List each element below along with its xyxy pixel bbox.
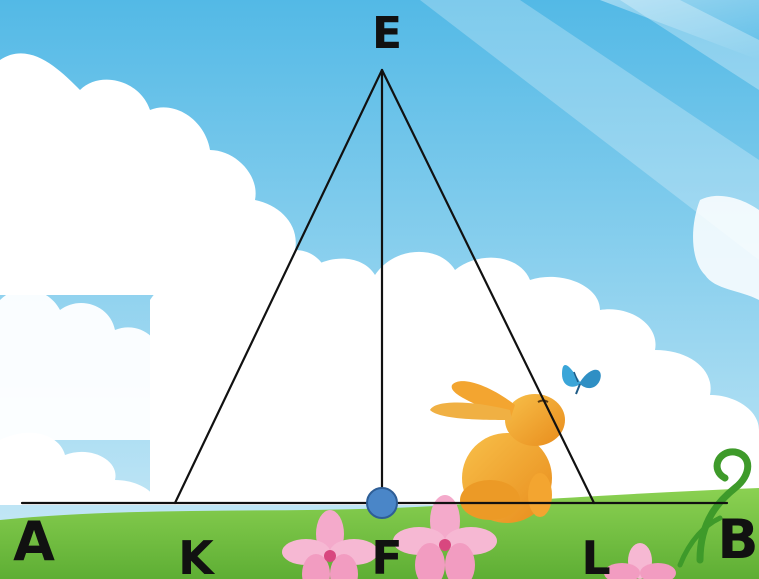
label-K: K	[178, 531, 216, 579]
segment-EL	[380, 68, 596, 505]
segment-EK	[173, 68, 384, 505]
clouds	[0, 53, 759, 505]
label-E: E	[372, 8, 402, 59]
butterfly-icon	[562, 364, 601, 395]
label-L: L	[581, 531, 610, 579]
point-F-marker	[366, 487, 398, 519]
label-B: B	[717, 508, 758, 571]
grass-ground	[0, 488, 759, 579]
rabbit-icon	[430, 381, 565, 523]
label-F: F	[371, 531, 402, 579]
vine-swirl-icon	[677, 448, 752, 568]
light-beams	[420, 0, 759, 260]
label-A: A	[13, 510, 55, 573]
flower-icon	[282, 495, 676, 579]
